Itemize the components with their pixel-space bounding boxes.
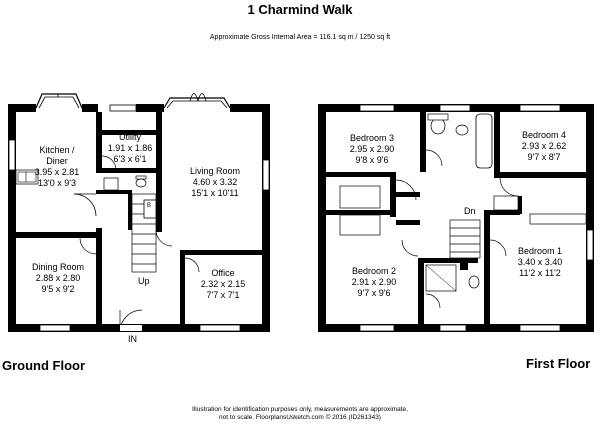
kitchen-bay-window [35, 93, 83, 109]
room-size-imperial: 6'3 x 6'1 [113, 154, 147, 164]
room-name: Kitchen / [39, 145, 75, 155]
disclaimer: Illustration for identification purposes… [0, 406, 600, 422]
room-bedroom-2: Bedroom 2 2.91 x 2.90 9'7 x 9'6 [334, 266, 414, 299]
kitchen-door-arc [73, 193, 97, 217]
room-name: Office [211, 268, 235, 278]
room-size-metric: 2.95 x 2.90 [349, 144, 395, 154]
room-size-imperial: 13'0 x 9'3 [38, 178, 76, 188]
gross-internal-area: Approximate Gross Internal Area = 116.1 … [209, 34, 391, 41]
room-bedroom-3: Bedroom 3 2.95 x 2.90 9'8 x 9'6 [330, 133, 414, 166]
room-size-metric: 2.32 x 2.15 [200, 279, 246, 289]
room-name: Utility [119, 132, 141, 142]
gf-wall-top-mid [82, 104, 98, 112]
room-size-imperial: 9'7 x 8'7 [527, 152, 561, 162]
ground-floor-plan [8, 93, 270, 333]
room-size-imperial: 15'1 x 10'11 [191, 188, 239, 198]
room-name-line2: Diner [46, 156, 68, 166]
disclaimer-line-2: not to scale. FloorplansUsketch.com © 20… [219, 414, 381, 421]
gf-wall-left [8, 104, 16, 332]
room-office: Office 2.32 x 2.15 7'7 x 7'1 [186, 268, 260, 301]
room-name: Bedroom 1 [517, 246, 563, 256]
cupboard-b [143, 199, 157, 219]
first-floor-plan [318, 104, 594, 332]
room-kitchen-diner: Kitchen / Diner 3.95 x 2.81 13'0 x 9'3 [22, 145, 92, 189]
room-utility: Utility 1.91 x 1.86 6'3 x 6'1 [100, 132, 160, 165]
room-bedroom-1: Bedroom 1 3.40 x 3.40 11'2 x 11'2 [500, 246, 580, 279]
first-floor-label: First Floor [526, 356, 591, 371]
room-bedroom-4: Bedroom 4 2.93 x 2.62 9'7 x 8'7 [504, 130, 584, 163]
gf-wall-right [262, 104, 270, 332]
gf-wall-top-right [230, 104, 270, 112]
entrance-label: IN [128, 334, 137, 344]
room-size-metric: 4.60 x 3.32 [192, 177, 238, 187]
room-size-metric: 1.91 x 1.86 [107, 143, 153, 153]
room-size-metric: 3.95 x 2.81 [34, 167, 80, 177]
room-size-metric: 2.93 x 2.62 [521, 141, 567, 151]
cupboard-label: B [147, 203, 152, 209]
room-name: Bedroom 4 [521, 130, 567, 140]
stairs-down-label: Dn [464, 206, 476, 216]
page-title: 1 Charmind Walk [247, 2, 353, 17]
room-size-imperial: 9'8 x 9'6 [355, 155, 389, 165]
living-french-doors [189, 93, 207, 102]
room-name: Dining Room [31, 262, 85, 272]
room-living: Living Room 4.60 x 3.32 15'1 x 10'11 [170, 166, 260, 199]
room-name: Bedroom 3 [349, 133, 395, 143]
room-size-imperial: 11'2 x 11'2 [519, 268, 561, 278]
bathtub [475, 113, 493, 169]
room-size-metric: 3.40 x 3.40 [517, 257, 563, 267]
room-name: Bedroom 2 [351, 266, 397, 276]
gf-wall-top-utility [136, 104, 164, 112]
room-size-imperial: 9'7 x 9'6 [357, 288, 391, 298]
ground-floor-label: Ground Floor [2, 358, 86, 373]
living-bay-window [163, 97, 231, 109]
room-size-imperial: 7'7 x 7'1 [206, 290, 240, 300]
room-size-imperial: 9'5 x 9'2 [41, 284, 75, 294]
ff-staircase [449, 219, 481, 259]
disclaimer-line-1: Illustration for identification purposes… [192, 406, 408, 413]
stairs-up-label: Up [138, 276, 150, 286]
room-dining: Dining Room 2.88 x 2.80 9'5 x 9'2 [18, 262, 98, 295]
room-name: Living Room [189, 166, 241, 176]
gf-wall-top-left [8, 104, 36, 112]
room-size-metric: 2.88 x 2.80 [35, 273, 81, 283]
room-size-metric: 2.91 x 2.90 [351, 277, 397, 287]
